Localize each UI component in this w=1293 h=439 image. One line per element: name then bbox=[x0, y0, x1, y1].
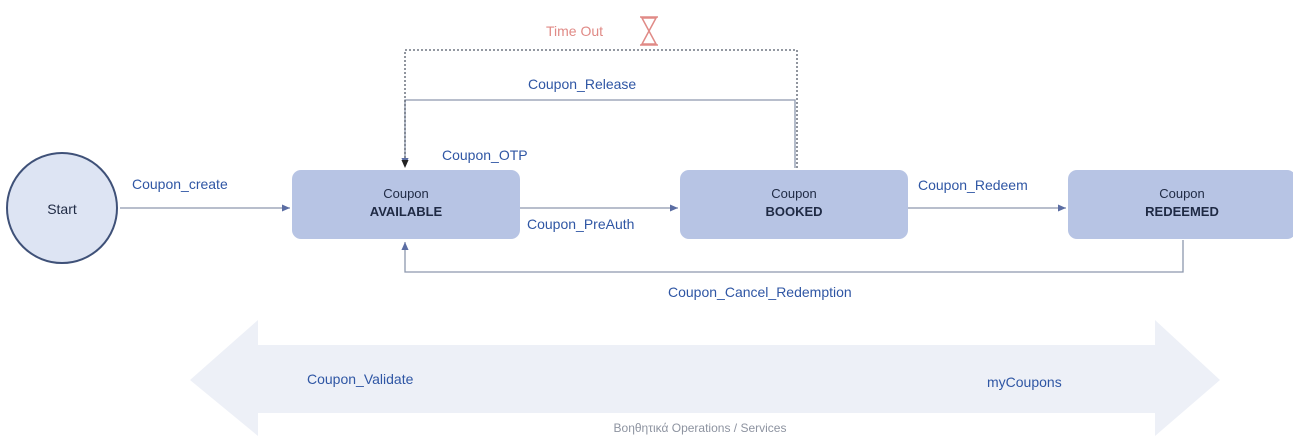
state-booked-line2: BOOKED bbox=[765, 204, 822, 219]
start-label: Start bbox=[47, 201, 77, 217]
label-coupon-preauth: Coupon_PreAuth bbox=[527, 216, 634, 232]
label-coupon-cancel-redemption: Coupon_Cancel_Redemption bbox=[668, 284, 852, 300]
label-coupon-redeem: Coupon_Redeem bbox=[918, 177, 1028, 193]
services-band-arrow bbox=[190, 320, 1220, 436]
state-available-box bbox=[292, 170, 520, 239]
state-booked-box bbox=[680, 170, 908, 239]
edge-cancel-redemption bbox=[401, 240, 1184, 273]
state-booked: Coupon BOOKED bbox=[680, 170, 908, 239]
start-node: Start bbox=[6, 152, 118, 264]
label-coupon-otp: Coupon_OTP bbox=[442, 147, 528, 163]
state-available-line2: AVAILABLE bbox=[370, 204, 443, 219]
state-redeemed: Coupon REDEEMED bbox=[1068, 170, 1293, 239]
label-coupon-release: Coupon_Release bbox=[528, 76, 636, 92]
services-band: Coupon_Validate myCoupons Βοηθητικά Oper… bbox=[190, 320, 1220, 436]
edge-timeout bbox=[401, 49, 798, 168]
state-available: Coupon AVAILABLE bbox=[292, 170, 520, 239]
timeout-label: Time Out bbox=[546, 23, 603, 39]
label-coupon-create: Coupon_create bbox=[132, 176, 228, 192]
coupon-validate-label: Coupon_Validate bbox=[307, 371, 414, 387]
mycoupons-label: myCoupons bbox=[987, 374, 1062, 390]
services-band-caption: Βοηθητικά Operations / Services bbox=[614, 421, 787, 435]
state-redeemed-line2: REDEEMED bbox=[1145, 204, 1219, 219]
hourglass-icon bbox=[640, 16, 658, 46]
state-available-line1: Coupon bbox=[383, 186, 429, 201]
start-circle bbox=[6, 152, 118, 264]
state-booked-line1: Coupon bbox=[771, 186, 817, 201]
state-redeemed-box bbox=[1068, 170, 1293, 239]
state-redeemed-line1: Coupon bbox=[1159, 186, 1205, 201]
